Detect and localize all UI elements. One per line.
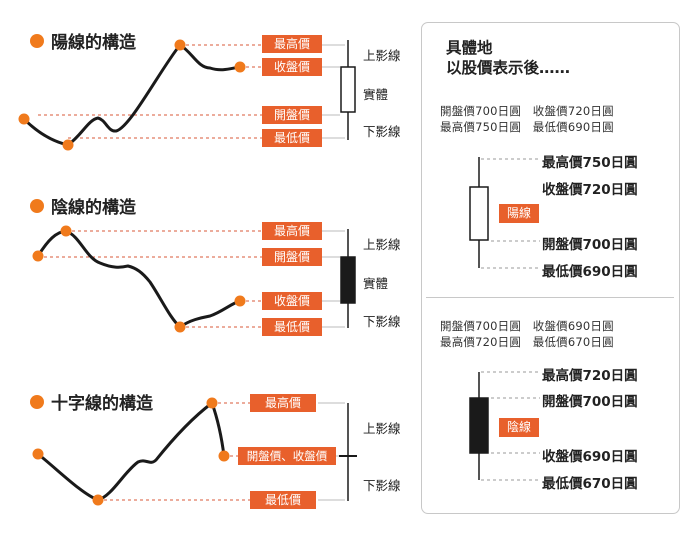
bullet-dot-icon xyxy=(30,394,44,409)
cross-tag-high: 最高價 xyxy=(250,394,316,412)
yin-lower-shadow-label: 下影線 xyxy=(363,314,401,329)
cross-candle xyxy=(339,403,357,501)
yang-tag-close: 收盤價 xyxy=(262,58,322,76)
cross-point-low xyxy=(92,494,104,506)
panel-divider xyxy=(426,297,674,298)
yang-example-price-close: 收盤價720日圓 xyxy=(542,182,638,198)
yin-tag-open: 開盤價 xyxy=(262,248,322,266)
cross-section-title: 十字線的構造 xyxy=(30,389,153,414)
yang-point-close xyxy=(234,61,246,73)
yang-body-label: 實體 xyxy=(363,87,389,102)
panel-title-line1: 具體地 xyxy=(446,39,493,57)
bullet-dot-icon xyxy=(30,33,44,48)
yin-body-label: 實體 xyxy=(363,276,389,291)
yin-tag-high: 最高價 xyxy=(262,222,322,240)
panel-yin-candle xyxy=(469,372,489,480)
yin-point-low xyxy=(174,321,186,333)
yin-example-tag: 陰線 xyxy=(499,418,539,437)
cross-guides xyxy=(98,402,250,501)
panel-yin-guides xyxy=(481,371,540,481)
cross-lower-shadow-label: 下影線 xyxy=(363,478,401,493)
yang-point-open xyxy=(18,113,30,125)
yang-tick-guides xyxy=(322,44,345,139)
example-panel xyxy=(421,22,680,514)
yang-point-low xyxy=(62,139,74,151)
yin-tag-close: 收盤價 xyxy=(262,292,322,310)
yang-example-price-open: 開盤價700日圓 xyxy=(542,237,638,253)
panel-yang-candle xyxy=(469,157,489,268)
yin-point-open xyxy=(32,250,44,262)
yang-section-title: 陽線的構造 xyxy=(30,28,136,53)
yin-tick-guides xyxy=(322,230,345,328)
yin-candle xyxy=(340,229,356,328)
cross-point-close xyxy=(218,450,230,462)
cross-tag-open-close: 開盤價、收盤價 xyxy=(238,447,336,465)
yang-point-high xyxy=(174,39,186,51)
yin-guides xyxy=(38,230,262,328)
bullet-dot-icon xyxy=(30,198,44,213)
yang-upper-shadow-label: 上影線 xyxy=(363,48,401,63)
panel-title-line2: 以股價表示後…… xyxy=(446,59,571,77)
yin-point-high xyxy=(60,225,72,237)
yang-guides xyxy=(38,44,262,139)
cross-title-text: 十字線的構造 xyxy=(51,394,153,414)
yang-example-tag: 陽線 xyxy=(499,204,539,223)
yin-example-price-low: 最低價670日圓 xyxy=(542,476,638,492)
yang-lower-shadow-label: 下影線 xyxy=(363,124,401,139)
yin-section-title: 陰線的構造 xyxy=(30,193,136,218)
cross-price-curve xyxy=(36,400,226,502)
cross-upper-shadow-label: 上影線 xyxy=(363,421,401,436)
yang-candle xyxy=(340,40,356,140)
yang-example-info-line1: 開盤價700日圓 收盤價720日圓 xyxy=(440,104,614,118)
yang-tag-open: 開盤價 xyxy=(262,106,322,124)
yin-upper-shadow-label: 上影線 xyxy=(363,237,401,252)
yin-point-close xyxy=(234,295,246,307)
yin-example-price-high: 最高價720日圓 xyxy=(542,368,638,384)
panel-yang-guides xyxy=(481,158,540,269)
yin-example-price-open: 開盤價700日圓 xyxy=(542,394,638,410)
yin-example-info-line2: 最高價720日圓 最低價670日圓 xyxy=(440,335,614,349)
yang-title-text: 陽線的構造 xyxy=(51,33,136,53)
yin-tag-low: 最低價 xyxy=(262,318,322,336)
yin-example-price-close: 收盤價690日圓 xyxy=(542,449,638,465)
yin-title-text: 陰線的構造 xyxy=(51,198,136,218)
yang-example-price-low: 最低價690日圓 xyxy=(542,264,638,280)
cross-point-open xyxy=(32,448,44,460)
yin-example-info-line1: 開盤價700日圓 收盤價690日圓 xyxy=(440,319,614,333)
yang-price-curve xyxy=(22,43,242,147)
yang-tag-high: 最高價 xyxy=(262,35,322,53)
yang-example-info-line2: 最高價750日圓 最低價690日圓 xyxy=(440,120,614,134)
yang-example-price-high: 最高價750日圓 xyxy=(542,155,638,171)
yang-tag-low: 最低價 xyxy=(262,129,322,147)
yin-price-curve xyxy=(36,229,242,329)
cross-tag-low: 最低價 xyxy=(250,491,316,509)
cross-point-high xyxy=(206,397,218,409)
